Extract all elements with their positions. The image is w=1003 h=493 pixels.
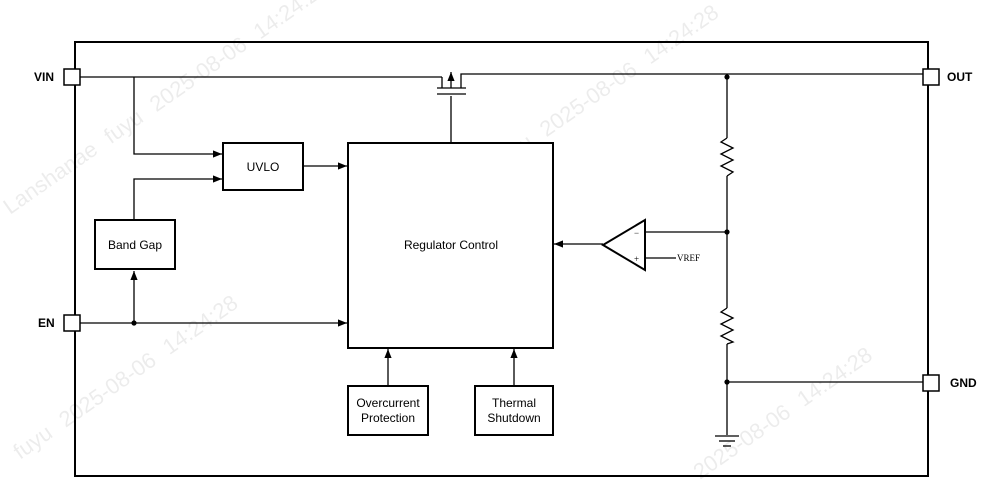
uvlo-label: UVLO <box>247 160 280 174</box>
thermal-label-line2: Shutdown <box>487 411 540 425</box>
regulator-control-label: Regulator Control <box>404 238 498 252</box>
pin-out-label: OUT <box>947 70 973 84</box>
overcurrent-label-line2: Protection <box>361 411 415 425</box>
wires <box>80 73 927 435</box>
watermark-user: fuyu <box>9 420 57 464</box>
watermark-date: 2025-08-06 <box>54 347 161 432</box>
pin-en-label: EN <box>38 316 55 330</box>
watermark-name: Lanshanae <box>0 136 102 219</box>
watermark-time: 14:24:28 <box>639 0 723 69</box>
error-amplifier: − + VREF <box>601 218 700 272</box>
uvlo-block: UVLO <box>222 142 304 191</box>
band-gap-block: Band Gap <box>94 219 176 270</box>
pass-transistor <box>437 72 466 95</box>
pin-en: EN <box>38 314 81 332</box>
watermark-date: 2025-08-06 <box>689 399 796 484</box>
overcurrent-protection-block: Overcurrent Protection <box>347 385 429 436</box>
vref-label: VREF <box>677 253 700 263</box>
watermark-time: 14:24:28 <box>792 342 876 412</box>
watermark-date: 2025-08-06 <box>535 57 642 142</box>
regulator-control-block: Regulator Control <box>347 142 554 349</box>
amp-plus-label: + <box>634 254 639 264</box>
amp-minus-label: − <box>634 228 639 238</box>
pin-gnd-label: GND <box>950 376 977 390</box>
watermark-time: 14:24:28 <box>249 0 333 44</box>
svg-text:2025-08-06 14:24:28: 2025-08-06 14:24:28 <box>689 342 877 484</box>
watermark-time: 14:24:28 <box>158 290 242 360</box>
chip-outline <box>74 41 929 477</box>
resistor-bottom <box>719 307 735 345</box>
pin-out: OUT <box>922 68 973 86</box>
junction-dots <box>131 74 730 385</box>
watermark-date: 2025-08-06 <box>145 32 252 117</box>
pin-gnd: GND <box>922 374 977 392</box>
ground-icon <box>715 435 739 447</box>
watermark-user: fuyu <box>99 104 147 148</box>
pin-vin-label: VIN <box>34 70 54 84</box>
thermal-shutdown-block: Thermal Shutdown <box>474 385 554 436</box>
resistor-top <box>719 137 735 177</box>
thermal-label-line1: Thermal <box>492 396 536 410</box>
band-gap-label: Band Gap <box>108 238 162 252</box>
pin-vin: VIN <box>34 68 81 86</box>
overcurrent-label-line1: Overcurrent <box>356 396 420 410</box>
